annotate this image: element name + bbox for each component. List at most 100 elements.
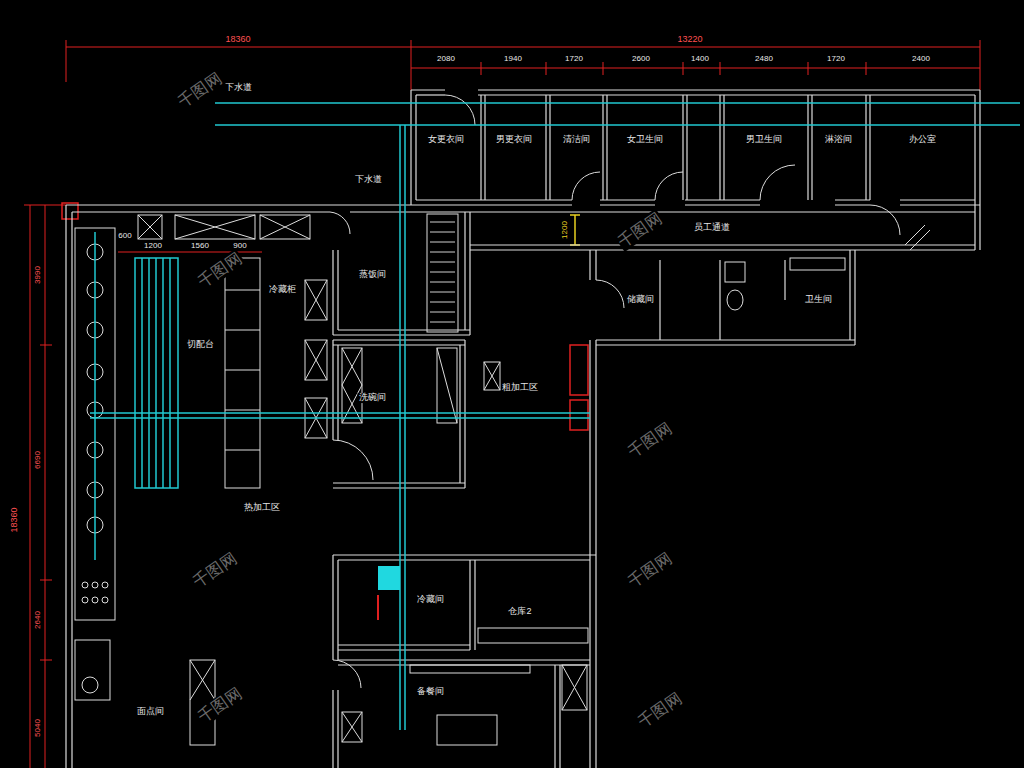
dimension-text: 2640 <box>34 610 43 630</box>
room-name: 仓库2 <box>507 607 532 617</box>
equipment <box>225 410 260 411</box>
wall-line <box>337 250 338 330</box>
wall-line <box>333 339 465 340</box>
wall-line <box>478 94 975 95</box>
watermark: 千图网 <box>624 418 675 461</box>
equipment <box>260 215 310 239</box>
wall-line <box>854 250 855 345</box>
wall-line <box>685 199 760 200</box>
dimension-line <box>570 400 588 430</box>
equipment <box>102 582 108 588</box>
equipment <box>138 215 162 239</box>
wall-line <box>474 560 475 650</box>
dimension-text: 2480 <box>754 55 774 64</box>
wall-line <box>596 339 855 340</box>
dimension-line <box>720 62 721 75</box>
wall-line <box>333 487 465 488</box>
equipment <box>305 280 327 320</box>
equipment <box>92 582 98 588</box>
wall-line <box>416 94 445 95</box>
wall-line <box>811 95 812 200</box>
dimension-text: 3990 <box>34 265 43 285</box>
pipe-line <box>90 103 1020 730</box>
wall-line <box>719 260 720 340</box>
wall-line <box>333 482 465 483</box>
wall-line <box>332 555 333 660</box>
wall-line <box>595 250 596 280</box>
dimension-line <box>40 660 52 661</box>
equipment <box>225 258 260 488</box>
wall-line <box>332 250 333 335</box>
equipment <box>138 215 162 239</box>
equipment <box>225 450 260 451</box>
equipment <box>562 665 587 710</box>
door-swing <box>572 172 600 200</box>
equipment <box>92 597 98 603</box>
shelf-hatch <box>430 222 455 322</box>
wall-line <box>72 211 330 212</box>
room-name: 淋浴间 <box>824 135 853 145</box>
dimension-line <box>546 62 547 75</box>
room-name: 面点间 <box>136 707 165 717</box>
wall-line <box>338 559 590 560</box>
wall-line <box>66 204 572 205</box>
equipment <box>102 597 108 603</box>
door-swing <box>333 660 361 688</box>
room-name: 女卫生间 <box>626 135 664 145</box>
wall-line <box>849 250 850 340</box>
dimension-text: 2080 <box>436 55 456 64</box>
watermark: 千图网 <box>634 688 685 731</box>
wall-line <box>350 211 975 212</box>
room-name: 备餐间 <box>416 687 445 697</box>
door-swing <box>596 280 624 308</box>
watermark: 千图网 <box>624 548 675 591</box>
wall-line <box>410 90 411 205</box>
equipment <box>484 362 500 390</box>
pipe-line <box>90 412 590 414</box>
door-swing <box>870 205 900 235</box>
equipment <box>82 582 88 588</box>
equipment <box>225 370 260 371</box>
wall-line <box>974 95 975 250</box>
dimension-text: 2600 <box>631 55 651 64</box>
dimension-line <box>40 345 52 346</box>
equipment <box>75 214 845 745</box>
dimension-line <box>808 62 809 75</box>
wall-line <box>900 199 975 200</box>
wall-line <box>979 90 980 250</box>
door-swing <box>445 95 475 125</box>
room-name: 清洁间 <box>562 135 591 145</box>
door-swing <box>910 230 930 250</box>
dimension-text: 1560 <box>190 242 210 251</box>
equipment <box>342 348 362 423</box>
wall-line <box>338 644 470 645</box>
wall-line <box>470 244 975 245</box>
wall-line <box>415 95 416 200</box>
equipment <box>725 262 745 282</box>
wall-line <box>470 249 975 250</box>
equipment <box>342 712 362 742</box>
wall-line <box>900 204 980 205</box>
door-swing <box>330 95 930 688</box>
equipment <box>305 340 327 380</box>
wall-line <box>602 95 603 200</box>
dimension-line <box>683 62 684 75</box>
dimension-text: 1200 <box>143 242 163 251</box>
wall-line <box>554 665 555 768</box>
equipment <box>260 215 310 239</box>
wall-line <box>807 95 808 200</box>
dimension-line <box>570 345 588 395</box>
door-swing <box>330 212 350 234</box>
equipment <box>82 677 98 693</box>
dimension-line <box>24 205 66 206</box>
equipment <box>437 715 497 745</box>
wall-line <box>545 95 546 200</box>
wall-line <box>333 344 465 345</box>
wall-line <box>600 204 655 205</box>
dimension-marker <box>574 215 576 245</box>
dimension-text: 6690 <box>34 450 43 470</box>
pipe-label: 下水道 <box>354 175 383 185</box>
equipment <box>427 214 458 332</box>
wall-line <box>338 659 590 660</box>
equipment <box>75 640 110 700</box>
